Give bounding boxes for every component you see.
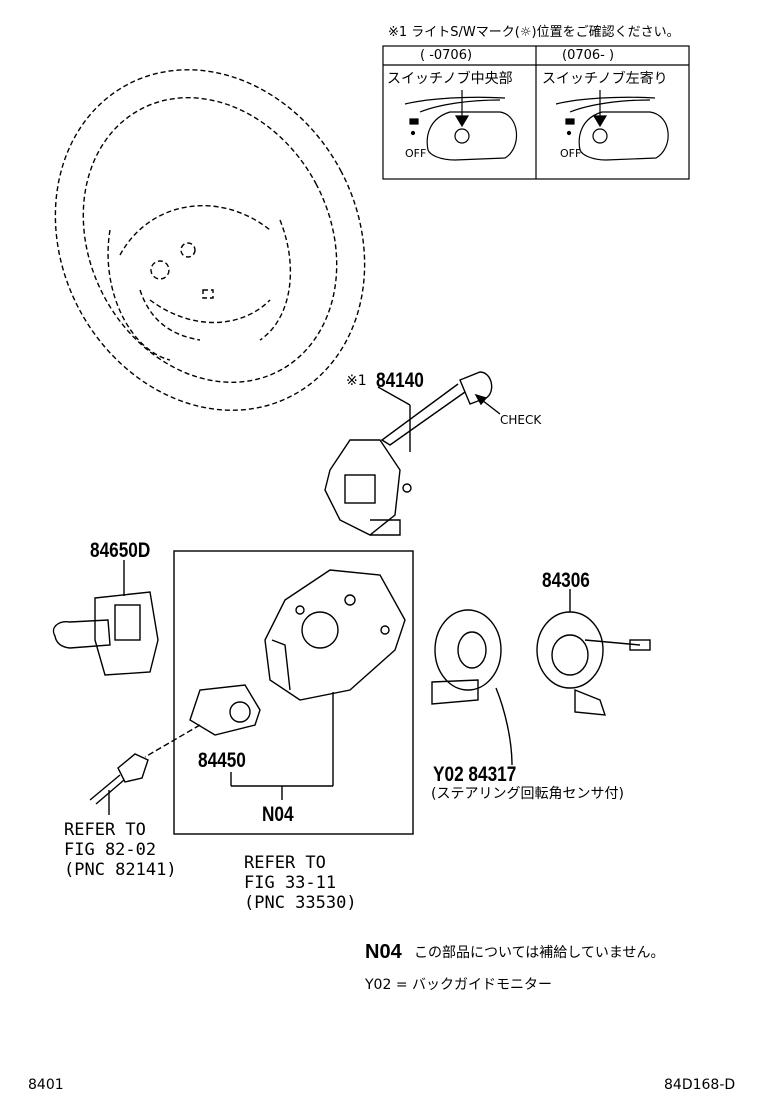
footer-page-code: 8401 bbox=[28, 1077, 64, 1093]
part-label-84140: 84140 bbox=[376, 369, 424, 392]
footer-figure-code: 84D168-D bbox=[664, 1077, 736, 1093]
table-col1-range: ( -0706) bbox=[420, 48, 473, 63]
refer-line: FIG 82-02 bbox=[64, 840, 157, 860]
part-label-n04: N04 bbox=[262, 803, 294, 826]
part-label-y02-84317: Y02 84317 bbox=[433, 763, 517, 786]
refer-line: FIG 33-11 bbox=[244, 873, 337, 893]
note-y02-text: Y02 = バックガイドモニター bbox=[365, 977, 552, 993]
light-switch-table bbox=[382, 45, 690, 180]
steering-lock-assembly bbox=[189, 569, 406, 800]
part-label-84650d: 84650D bbox=[90, 539, 151, 562]
part-84140-mark: ※1 bbox=[346, 373, 367, 389]
note-n04-code: N04 bbox=[365, 941, 402, 963]
refer-line: REFER TO bbox=[244, 853, 326, 873]
table-off-label-left: OFF bbox=[405, 147, 427, 160]
refer-fig-82-02[interactable]: REFER TO FIG 82-02 (PNC 82141) bbox=[64, 820, 177, 880]
table-off-label-right: OFF bbox=[560, 147, 582, 160]
refer-line: (PNC 82141) bbox=[64, 860, 177, 880]
steering-wheel-outline bbox=[54, 69, 366, 411]
refer-line: (PNC 33530) bbox=[244, 893, 357, 913]
refer-line: REFER TO bbox=[64, 820, 146, 840]
part-label-84450: 84450 bbox=[198, 749, 246, 772]
rotation-sensor-84317 bbox=[431, 609, 513, 766]
light-switch-note: ※1 ライトS/Wマーク(☼)位置をご確認ください。 bbox=[388, 25, 680, 40]
combination-switch-84140 bbox=[324, 371, 493, 536]
n04-assembly-box bbox=[173, 550, 414, 835]
part-84317-desc: (ステアリング回転角センサ付) bbox=[431, 786, 624, 802]
note-n04-text: この部品については補給していません。 bbox=[414, 945, 665, 961]
table-col2-range: (0706- ) bbox=[562, 48, 615, 63]
check-label: CHECK bbox=[500, 413, 542, 427]
switch-84650d bbox=[52, 560, 159, 676]
spiral-cable-84306 bbox=[536, 589, 651, 716]
check-arrowhead bbox=[474, 393, 488, 406]
table-col2-desc: スイッチノブ左寄り bbox=[542, 71, 668, 87]
refer-fig-33-11[interactable]: REFER TO FIG 33-11 (PNC 33530) bbox=[244, 853, 357, 913]
table-col1-desc: スイッチノブ中央部 bbox=[387, 71, 513, 87]
part-label-84306: 84306 bbox=[542, 569, 590, 592]
connector-lead bbox=[89, 724, 201, 815]
